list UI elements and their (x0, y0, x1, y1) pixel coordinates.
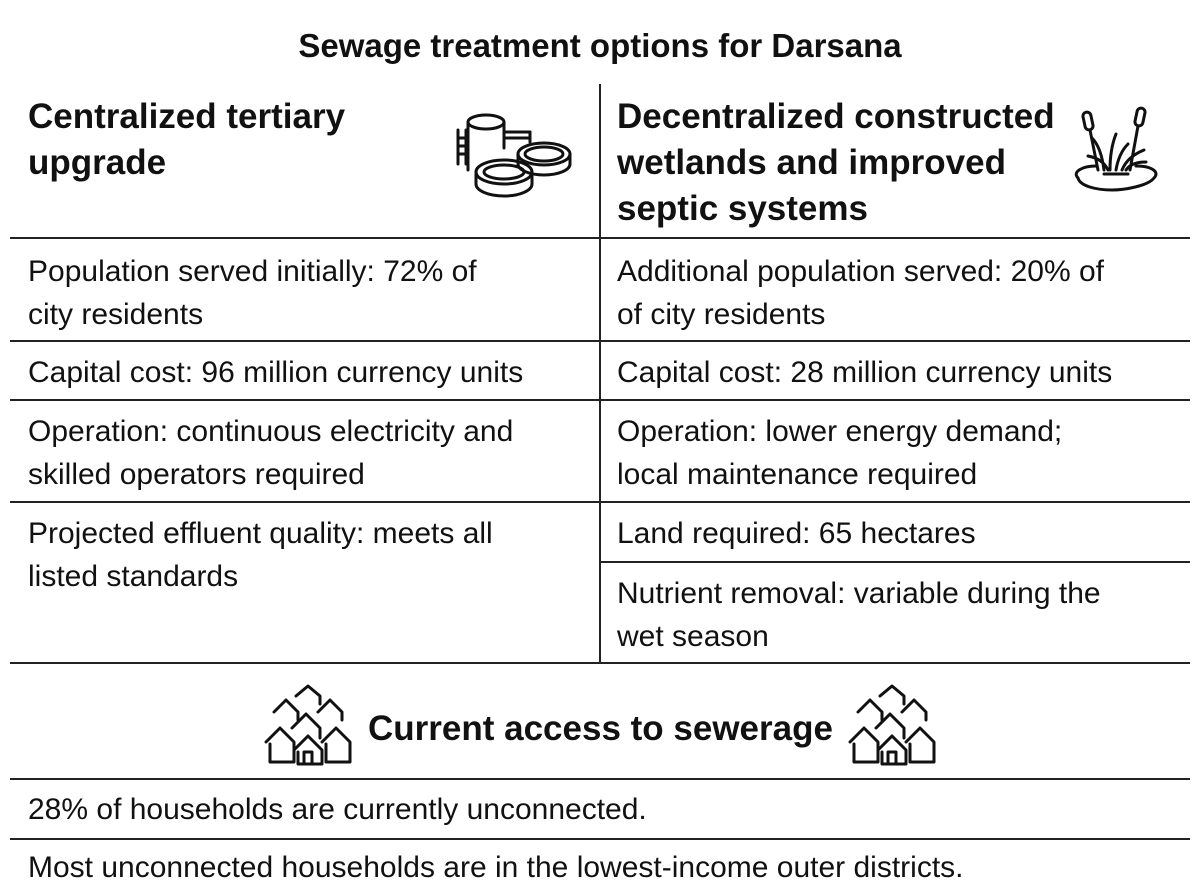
cell-line: skilled operators required (28, 458, 365, 491)
row-divider (10, 501, 1190, 503)
cell-line: Operation: continuous electricity and (28, 415, 514, 448)
option-cell-effluent-quality: Projected effluent quality: meets all li… (28, 512, 493, 598)
cell-line: Capital cost: 28 million currency units (617, 356, 1113, 389)
option-cell-capital-cost: Capital cost: 28 million currency units (617, 351, 1112, 394)
cell-line: Land required: 65 hectares (617, 517, 976, 550)
option-cell-population: Additional population served: 20% of of … (617, 250, 1104, 336)
cell-line: Additional population served: 20% of (617, 255, 1105, 288)
houses-icon (264, 684, 352, 766)
treatment-plant-icon (456, 113, 572, 198)
option-cell-nutrient-removal: Nutrient removal: variable during the we… (617, 572, 1101, 658)
cell-line: listed standards (28, 560, 239, 593)
column-divider (599, 84, 601, 664)
option-cell-operation: Operation: lower energy demand; local ma… (617, 410, 1062, 496)
header-divider (10, 237, 1190, 239)
cell-line: Operation: lower energy demand; (617, 415, 1063, 448)
cell-line: of city residents (617, 298, 826, 331)
option-heading-line: wetlands and improved (617, 143, 1006, 182)
option-cell-population: Population served initially: 72% of city… (28, 250, 477, 336)
cell-line: wet season (617, 620, 769, 653)
access-heading: Current access to sewerage (368, 709, 833, 748)
wetland-reeds-icon (1074, 106, 1158, 192)
access-divider (10, 838, 1190, 840)
access-fact: Most unconnected households are in the l… (28, 851, 964, 884)
option-cell-capital-cost: Capital cost: 96 million currency units (28, 351, 523, 394)
cell-line: Capital cost: 96 million currency units (28, 356, 524, 389)
option-cell-land-required: Land required: 65 hectares (617, 512, 976, 555)
page-title: Sewage treatment options for Darsana (298, 27, 902, 64)
option-heading-line: Centralized tertiary (28, 97, 346, 136)
option-cell-operation: Operation: continuous electricity and sk… (28, 410, 513, 496)
access-divider (10, 778, 1190, 780)
access-fact: 28% of households are currently unconnec… (28, 793, 647, 826)
option-heading-centralized: Centralized tertiary upgrade (28, 94, 345, 186)
cell-line: local maintenance required (617, 458, 978, 491)
option-heading-line: upgrade (28, 143, 167, 182)
row-divider (10, 399, 1190, 401)
cell-line: Projected effluent quality: meets all (28, 517, 493, 550)
option-heading-decentralized: Decentralized constructed wetlands and i… (617, 94, 1055, 232)
option-heading-line: septic systems (617, 189, 868, 228)
option-heading-line: Decentralized constructed (617, 97, 1055, 136)
cell-line: city residents (28, 298, 204, 331)
row-divider (10, 340, 1190, 342)
row-divider (601, 561, 1190, 563)
houses-icon (848, 684, 936, 766)
cell-line: Population served initially: 72% of (28, 255, 477, 288)
table-bottom-divider (10, 662, 1190, 664)
cell-line: Nutrient removal: variable during the (617, 577, 1101, 610)
